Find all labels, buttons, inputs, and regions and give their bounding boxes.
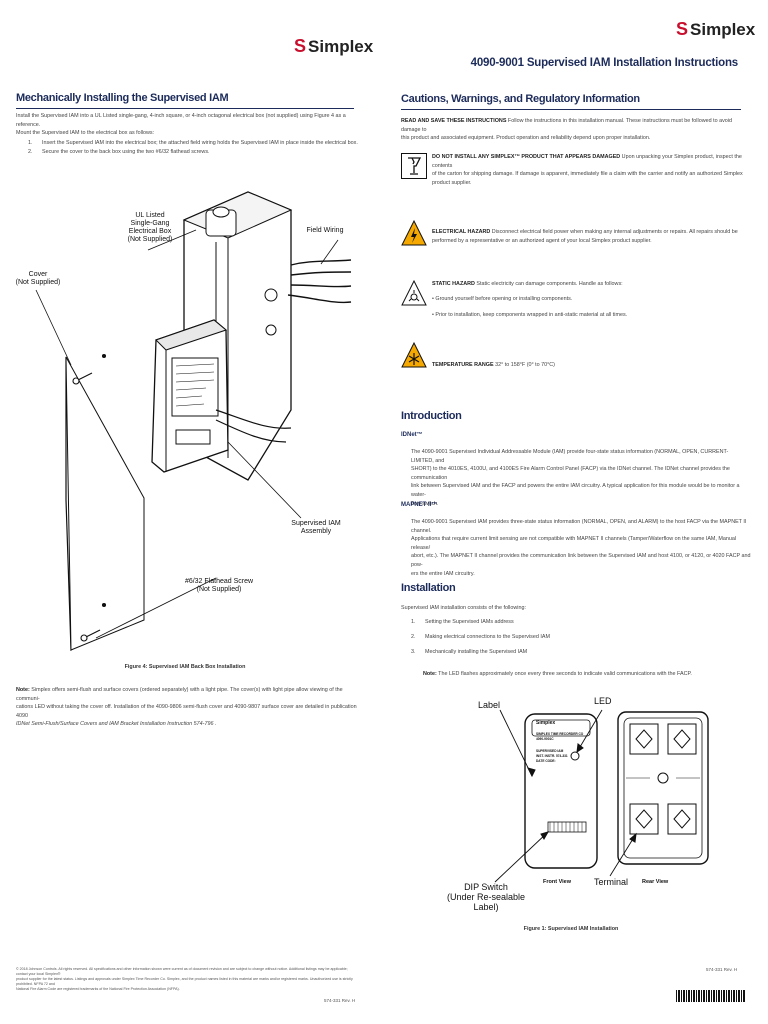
installation-heading: Installation xyxy=(401,582,456,594)
temperature-icon xyxy=(401,342,427,368)
warning-temperature: TEMPERATURE RANGE 32° to 158°F (0° to 70… xyxy=(401,342,746,370)
figure-1-caption: Figure 1: Supervised IAM Installation xyxy=(523,926,619,932)
back-box-installation-figure xyxy=(35,191,352,652)
barcode xyxy=(676,990,746,1002)
idnet-paragraph: The 4090-9001 Supervised Individual Addr… xyxy=(411,449,740,507)
simplex-logo-text: Simplex xyxy=(308,36,374,56)
list-item: 1.Setting the Supervised IAMs address xyxy=(411,619,514,625)
label-callout: Label xyxy=(478,700,501,710)
device-label-text: Simplex SIMPLEX TIME RECORDER CO 4090-90… xyxy=(536,720,584,763)
right-section-heading: Cautions, Warnings, and Regulatory Infor… xyxy=(401,93,640,105)
left-intro-line: Install the Supervised IAM into a UL Lis… xyxy=(16,113,346,128)
legal-text: © 2018 Johnson Controls. All rights rese… xyxy=(16,967,353,991)
list-item: 3.Mechanically installing the Supervised… xyxy=(411,649,528,655)
simplex-logo-right: S Simplex xyxy=(676,19,755,40)
warning-damaged: DO NOT INSTALL ANY SIMPLEX™ PRODUCT THAT… xyxy=(401,153,746,187)
left-note: Note: Simplex offers semi-flush and surf… xyxy=(16,687,357,728)
simplex-logo-left: S Simplex xyxy=(294,36,373,57)
divider xyxy=(401,109,741,110)
label-field-wiring: Field Wiring xyxy=(306,227,344,234)
list-item: 1.Insert the Supervised IAM into the ele… xyxy=(28,140,358,146)
label-electrical-box: UL Listed Single-Gang Electrical Box (No… xyxy=(127,212,173,243)
left-intro-line: Mount the Supervised IAM to the electric… xyxy=(16,130,155,137)
static-hazard-icon xyxy=(401,280,427,306)
right-page-code: 574-331 Rev. H xyxy=(706,967,738,972)
simplex-logo-mark: S xyxy=(294,36,307,56)
idnet-heading: IDNet™ xyxy=(401,432,423,438)
dip-switch-callout: DIP Switch (Under Re-sealable Label) xyxy=(446,882,526,912)
label-cover: Cover (Not Supplied) xyxy=(15,271,61,286)
list-item: 2.Secure the cover to the back box using… xyxy=(28,149,210,155)
front-view-label: Front View xyxy=(543,879,572,885)
led-callout: LED xyxy=(594,696,612,706)
rear-view-label: Rear View xyxy=(642,879,669,885)
installation-note: Note: The LED flashes approximately once… xyxy=(423,671,692,677)
mapnet-paragraph: The 4090-9001 Supervised IAM provides th… xyxy=(411,519,751,577)
installation-intro: Supervised IAM installation consists of … xyxy=(401,605,526,611)
electrical-hazard-icon xyxy=(401,220,427,246)
supervised-iam-figure xyxy=(494,709,709,883)
mapnet-heading: MAPNET II™ xyxy=(401,502,438,508)
read-save-instructions: READ AND SAVE THESE INSTRUCTIONS Follow … xyxy=(401,118,732,142)
terminal-callout: Terminal xyxy=(594,877,629,887)
left-section-heading: Mechanically Installing the Supervised I… xyxy=(16,92,229,104)
list-item: 2.Making electrical connections to the S… xyxy=(411,634,550,640)
label-iam-assembly: Supervised IAM Assembly xyxy=(291,520,341,535)
installation-steps: 1.Setting the Supervised IAMs address 2.… xyxy=(411,618,741,657)
page-title: 4090-9001 Supervised IAM Installation In… xyxy=(470,57,739,69)
label-flathead-screw: #6/32 Flathead Screw (Not Supplied) xyxy=(184,578,254,593)
figure-4-caption: Figure 4: Supervised IAM Back Box Instal… xyxy=(124,664,246,670)
left-page-code: 574-331 Rev. H xyxy=(324,998,356,1003)
simplex-logo-mark: S xyxy=(676,19,689,39)
warning-electrical: ELECTRICAL HAZARD Disconnect electrical … xyxy=(401,220,746,246)
left-steps: 1.Insert the Supervised IAM into the ele… xyxy=(28,139,358,157)
introduction-heading: Introduction xyxy=(401,410,462,422)
divider xyxy=(16,108,354,109)
left-intro: Install the Supervised IAM into a UL Lis… xyxy=(16,112,356,138)
warning-static: STATIC HAZARD Static electricity can dam… xyxy=(401,280,746,320)
simplex-logo-text: Simplex xyxy=(690,19,756,39)
broken-glass-icon xyxy=(401,153,427,179)
